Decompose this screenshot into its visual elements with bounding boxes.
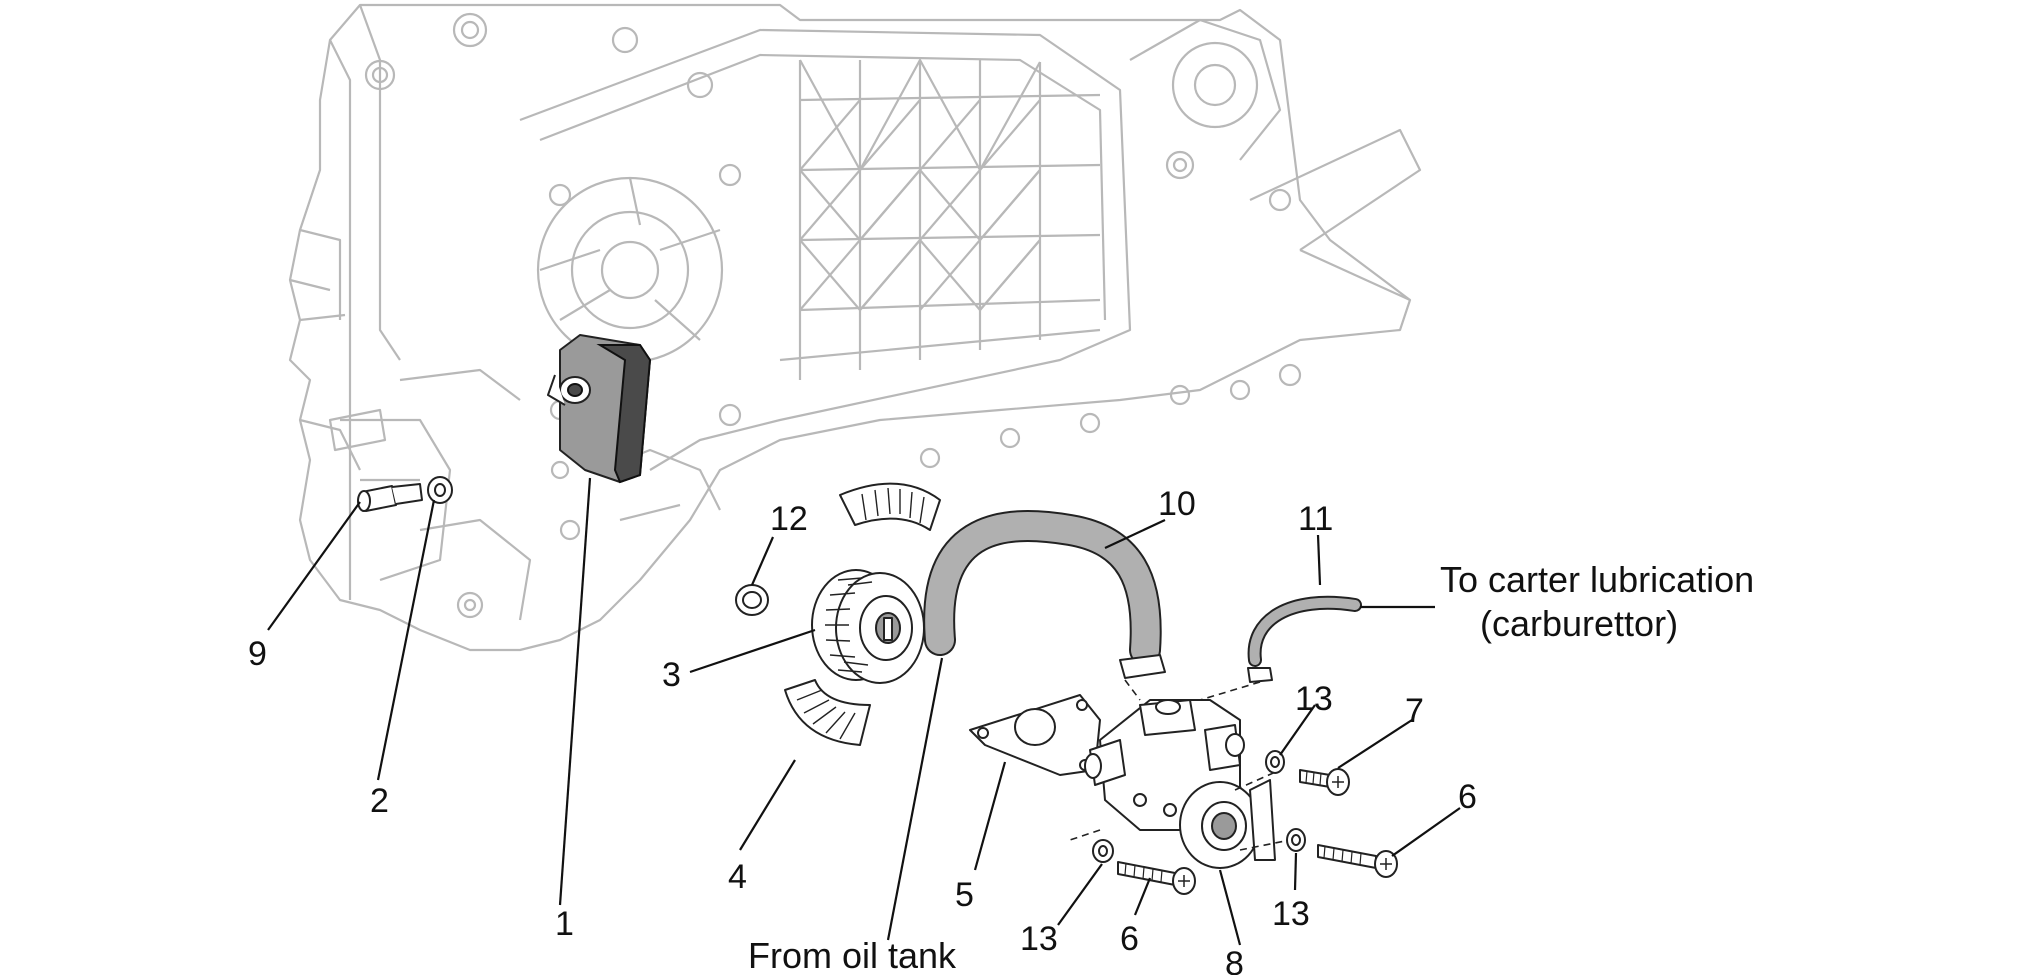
- note-from-oil-tank: From oil tank: [748, 935, 957, 975]
- part-12-o-ring: [735, 584, 769, 616]
- callout-5: 5: [955, 876, 974, 914]
- part-2-washer: [427, 476, 453, 504]
- note-to-carter-lubrication: To carter lubrication: [1440, 559, 1754, 600]
- callout-13-lower-right: 13: [1272, 895, 1310, 933]
- callout-6-left: 6: [1120, 920, 1139, 958]
- part-13-washer-upper: [1265, 750, 1285, 774]
- part-13-washer-lower-right: [1286, 828, 1306, 852]
- callout-8: 8: [1225, 945, 1244, 975]
- callout-13-upper: 13: [1295, 680, 1333, 718]
- callout-13-lower-left: 13: [1020, 920, 1058, 958]
- callout-11: 11: [1298, 500, 1333, 538]
- part-4-toothed-belt: [784, 482, 941, 746]
- crankcase-housing: [288, 3, 1422, 652]
- callout-1: 1: [555, 905, 574, 943]
- part-9-bolt: [357, 483, 423, 512]
- leader-lines: [267, 477, 1461, 946]
- part-7-screw: [1299, 768, 1350, 796]
- part-1-oil-pump-cover: [547, 334, 652, 484]
- part-3-drive-gear: [811, 569, 925, 684]
- callout-12: 12: [770, 500, 808, 538]
- callout-7: 7: [1405, 692, 1424, 730]
- callout-9: 9: [248, 635, 267, 673]
- part-10-hose: [923, 510, 1166, 679]
- part-6-screw-right: [1317, 844, 1398, 878]
- callout-labels: 1 2 3 4 5 6 6 7 8 9 10 11 12 13 13 13: [248, 485, 1477, 975]
- callout-3: 3: [662, 656, 681, 694]
- callout-6-right: 6: [1458, 778, 1477, 816]
- callout-10: 10: [1158, 485, 1196, 523]
- part-13-washer-lower-left: [1092, 839, 1114, 863]
- callout-4: 4: [728, 858, 747, 896]
- part-5-gasket: [969, 694, 1101, 776]
- note-carburettor: (carburettor): [1480, 603, 1678, 644]
- part-6-screw-left: [1117, 861, 1196, 895]
- part-11-small-hose: [1247, 595, 1362, 683]
- flow-notes: To carter lubrication (carburettor) From…: [748, 559, 1754, 975]
- callout-2: 2: [370, 782, 389, 820]
- part-8-oil-pump: [1084, 699, 1276, 869]
